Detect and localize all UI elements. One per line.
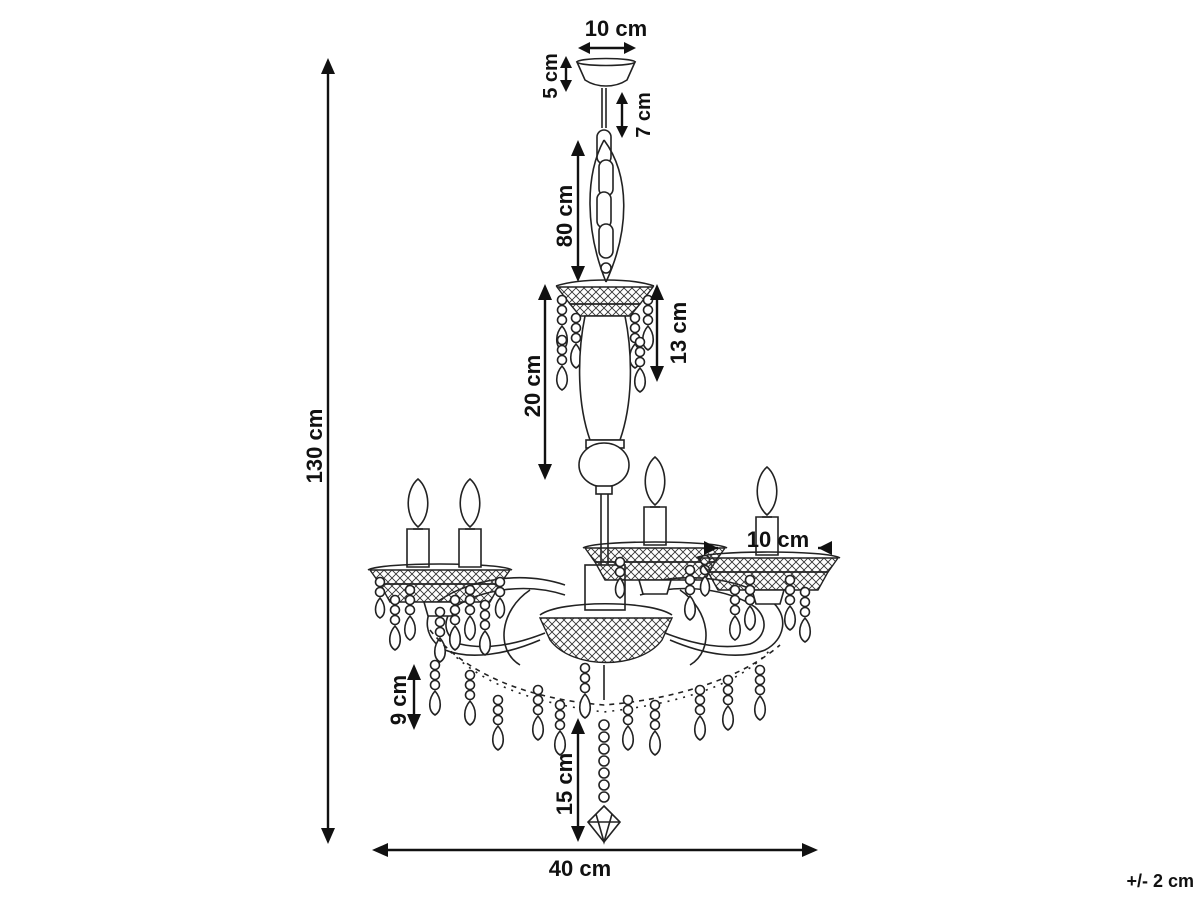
label-bottom-drop: 15 cm: [552, 753, 577, 815]
hanging-drops: [428, 659, 767, 756]
central-bowl: [538, 602, 674, 700]
candle-right-outer: [695, 466, 841, 643]
bottom-pendant: [586, 719, 622, 845]
crown: [555, 279, 655, 393]
label-chain: 80 cm: [552, 185, 577, 247]
label-arm-drops: 9 cm: [386, 675, 411, 725]
label-total-height: 130 cm: [302, 409, 327, 484]
tolerance-note: +/- 2 cm: [1126, 871, 1194, 891]
label-cup-width: 10 cm: [747, 527, 809, 552]
label-canopy-height: 5 cm: [540, 53, 562, 99]
dimension-arrows: [321, 42, 832, 857]
canopy: [575, 57, 637, 128]
label-canopy-width: 10 cm: [585, 16, 647, 41]
label-column: 20 cm: [520, 355, 545, 417]
label-crown-drops: 13 cm: [666, 302, 691, 364]
chain: [589, 129, 625, 283]
label-total-width: 40 cm: [549, 856, 611, 881]
label-rod: 7 cm: [633, 92, 655, 138]
